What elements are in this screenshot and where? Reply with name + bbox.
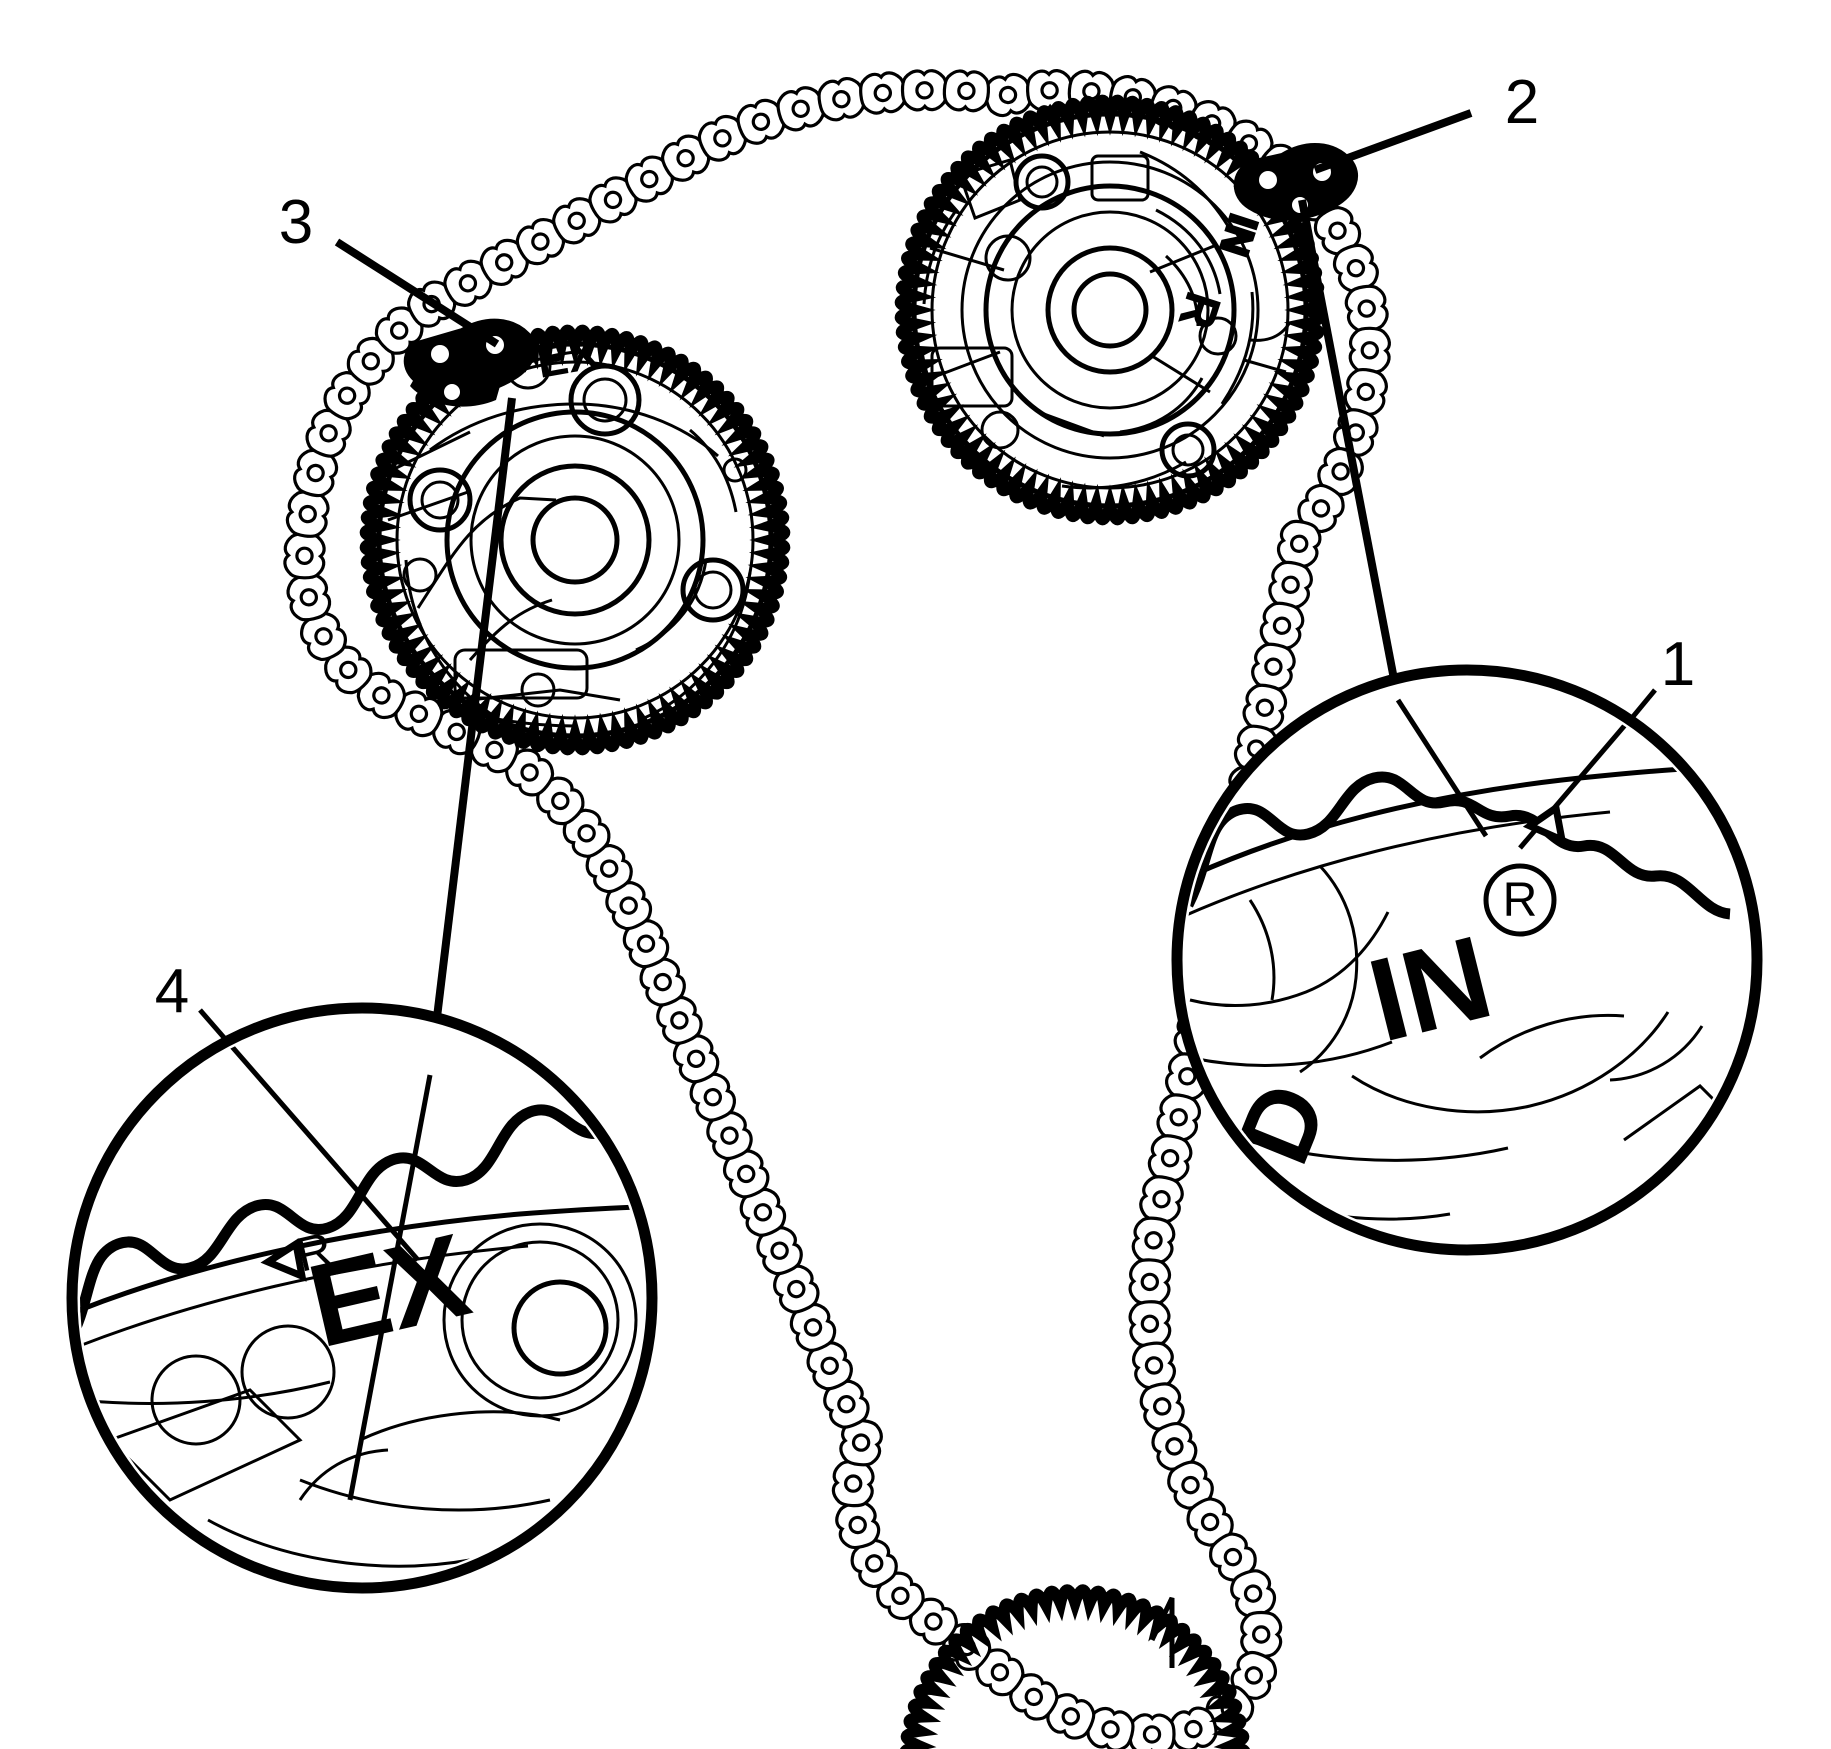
exhaust-detail-circle: EX R xyxy=(66,1002,658,1594)
detail-mark-in-super: R xyxy=(1503,874,1538,927)
leader-line-2 xyxy=(1313,109,1473,174)
leader-line-3 xyxy=(334,238,500,348)
chain-link xyxy=(900,68,949,112)
chain-link xyxy=(1127,1257,1172,1307)
exhaust-detail-triangle xyxy=(260,1238,307,1282)
colored-chain-links xyxy=(403,142,1359,407)
chain-link xyxy=(857,69,909,117)
callout-numbers: 3 2 1 4 xyxy=(155,68,1695,1026)
chain-link xyxy=(941,68,992,114)
chain-link xyxy=(1128,1712,1176,1749)
chain-link xyxy=(1127,1299,1173,1349)
chain-link xyxy=(283,488,332,541)
crank-timing-tick xyxy=(1149,1596,1175,1668)
chain-link xyxy=(830,1458,876,1509)
leader-sprocket-to-in-detail xyxy=(1298,199,1402,701)
chain-link xyxy=(1129,1214,1178,1267)
exhaust-camshaft-sprocket: EX R xyxy=(359,324,791,756)
callout-label-4: 4 xyxy=(155,957,189,1026)
callout-label-3: 3 xyxy=(279,188,313,257)
crankshaft-sprocket xyxy=(900,1584,1250,1749)
chain-link xyxy=(1129,1339,1179,1392)
chain-link xyxy=(1240,1610,1283,1659)
sprocket-mark-ex: EX xyxy=(533,326,603,388)
intake-detail-triangle xyxy=(1522,802,1567,846)
leader-sprocket-to-ex-detail xyxy=(426,397,516,1076)
colored-link-exhaust xyxy=(403,318,537,396)
callout-label-2: 2 xyxy=(1505,68,1539,137)
callout-label-1: 1 xyxy=(1661,630,1695,699)
chain-link xyxy=(282,531,327,580)
chain-link xyxy=(1348,326,1392,375)
chain-link xyxy=(1342,282,1391,335)
intake-detail-circle: D IN R xyxy=(1171,664,1763,1256)
